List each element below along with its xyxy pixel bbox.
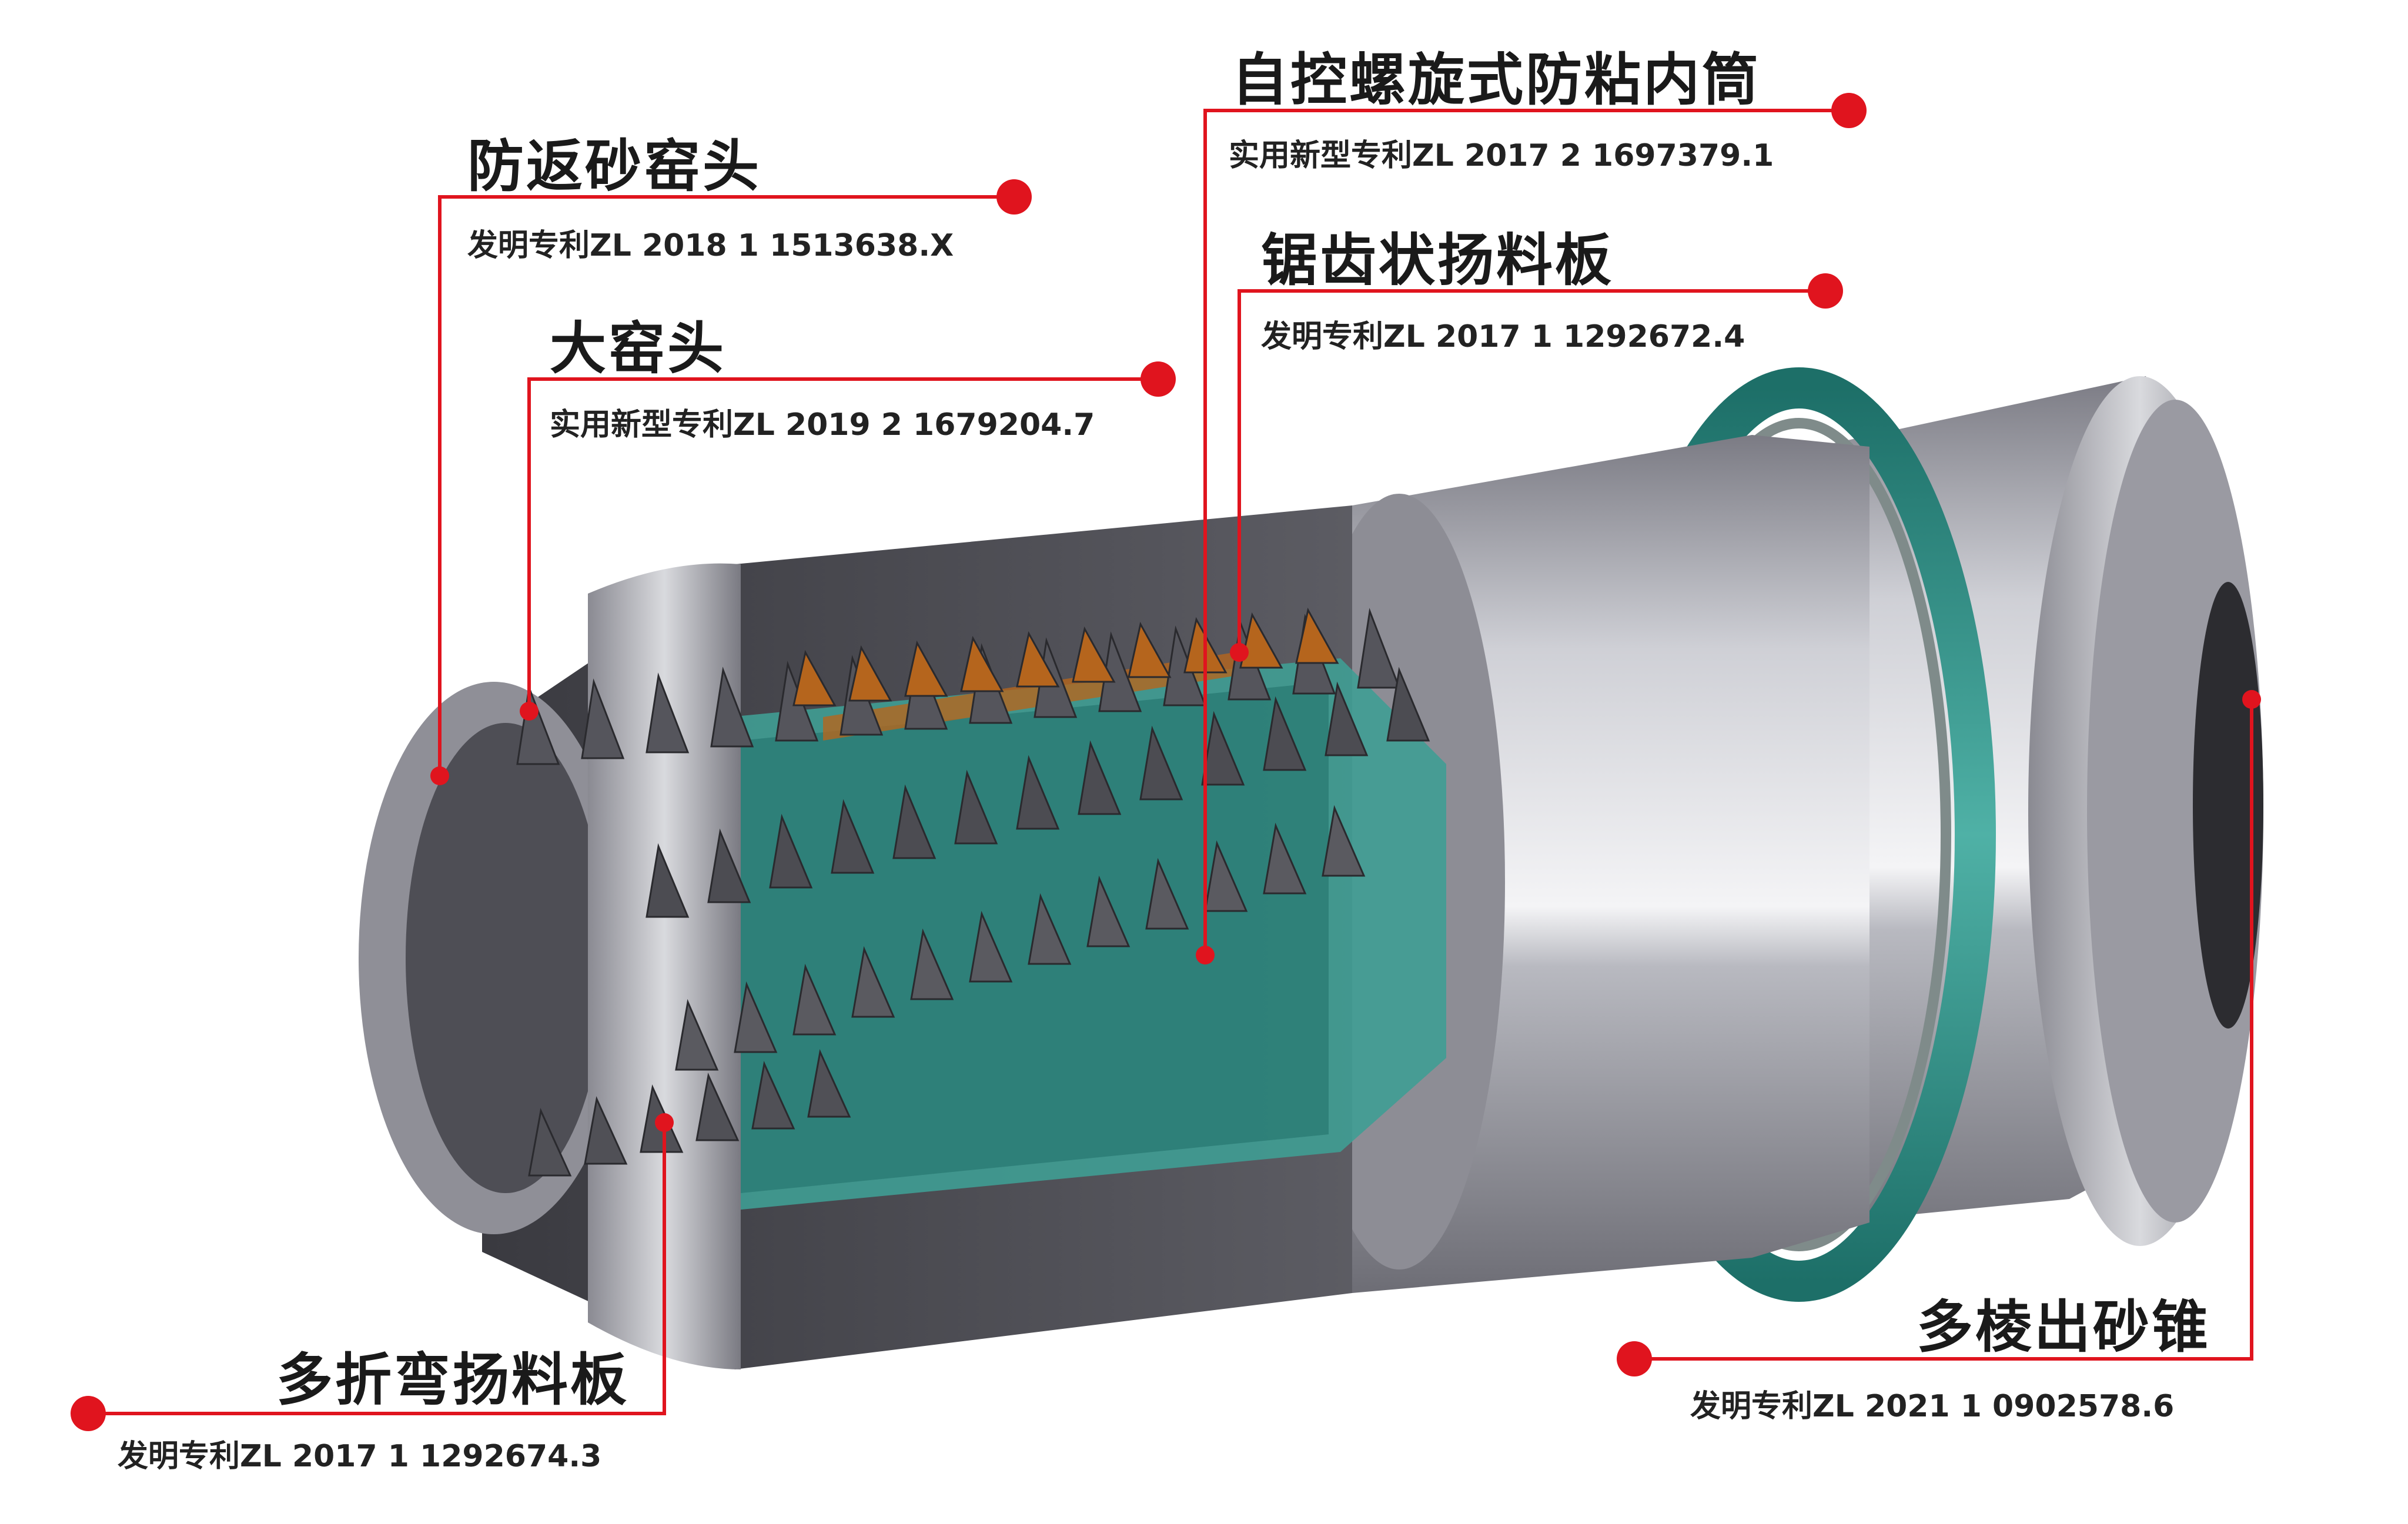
leader-multi-fold-plate [88,1123,666,1415]
dot-anti-backflow-target [430,766,449,785]
blade [892,784,937,859]
blade [792,649,837,706]
blade [528,1108,572,1177]
callout-title-multi-edge-cone: 多棱出砂锥 [1917,1294,2210,1360]
kiln-head [359,563,741,1369]
dot-anti-backflow-label [996,179,1032,215]
leader-lines [88,109,2253,1415]
dot-multi-edge-cone-target [2242,690,2261,709]
blade [1028,893,1072,965]
blade [1204,840,1248,912]
leader-dots [71,93,2261,1431]
callout-patent-multi-fold-plate: 发明专利ZL 2017 1 1292674.3 [118,1439,602,1474]
blade [1078,740,1122,815]
callout-patent-sawtooth-plate: 发明专利ZL 2017 1 1292672.4 [1261,319,1745,354]
blade [910,928,954,1000]
dot-large-kiln-head-label [1141,361,1176,397]
blade [581,678,625,759]
blade [807,1049,851,1118]
blade [904,640,948,697]
blade [646,672,690,753]
blade [1201,711,1245,786]
leader-sawtooth-plate [1238,289,1825,652]
callout-title-spiral-inner-drum: 自控螺旋式防粘内筒 [1232,47,1761,113]
callout-title-large-kiln-head: 大窑头 [550,316,726,381]
blade [1239,612,1283,669]
blade [1386,666,1430,742]
blade [960,635,1004,692]
dot-spiral-inner-drum-label [1831,93,1867,128]
blade [1016,755,1060,830]
blade [769,813,813,889]
lifting-plates [516,607,1430,1177]
callout-patent-spiral-inner-drum: 实用新型专利ZL 2017 2 1697379.1 [1229,138,1774,173]
callout-patent-anti-backflow: 发明专利ZL 2018 1 1513638.X [467,228,954,263]
blade [1016,631,1060,688]
dot-sawtooth-plate-label [1808,273,1843,309]
blade [1145,858,1189,930]
blade [851,946,895,1018]
blade [584,1096,628,1165]
blade [1295,607,1339,664]
leader-multi-edge-cone [1634,699,2253,1361]
blade [646,843,690,918]
leader-anti-backflow [438,195,1014,776]
blade [1263,696,1307,771]
blade [1357,608,1401,689]
dot-multi-edge-cone-label [1617,1341,1652,1376]
blade [695,1073,740,1141]
blade [792,963,837,1036]
callout-title-sawtooth-plate: 锯齿状扬料板 [1261,227,1614,293]
blade [1325,681,1369,756]
blade [1263,822,1307,895]
blade [1086,875,1131,947]
blade [751,1061,795,1130]
blade [969,910,1013,983]
blade [1072,626,1116,683]
dot-sawtooth-plate-target [1230,643,1249,662]
dot-spiral-inner-drum-target [1196,946,1215,964]
dot-large-kiln-head-target [520,702,539,721]
blade [1139,725,1183,800]
blade [710,666,754,748]
blade [954,769,998,845]
blade [1128,621,1172,678]
callout-title-anti-backflow: 防返砂窑头 [467,133,761,199]
leader-spiral-inner-drum [1203,109,1849,955]
dot-multi-fold-plate-label [71,1396,106,1431]
blade [1322,805,1366,877]
blade [707,828,751,903]
blade [848,645,892,702]
callout-title-multi-fold-plate: 多折弯扬料板 [276,1347,629,1413]
callout-patent-large-kiln-head: 实用新型专利ZL 2019 2 1679204.7 [550,407,1095,443]
blade [734,981,778,1053]
leader-large-kiln-head [527,377,1158,711]
blade [675,999,719,1071]
blade [831,799,875,874]
dot-multi-fold-plate-target [655,1113,674,1132]
callout-patent-multi-edge-cone: 发明专利ZL 2021 1 0902578.6 [1690,1389,2175,1424]
